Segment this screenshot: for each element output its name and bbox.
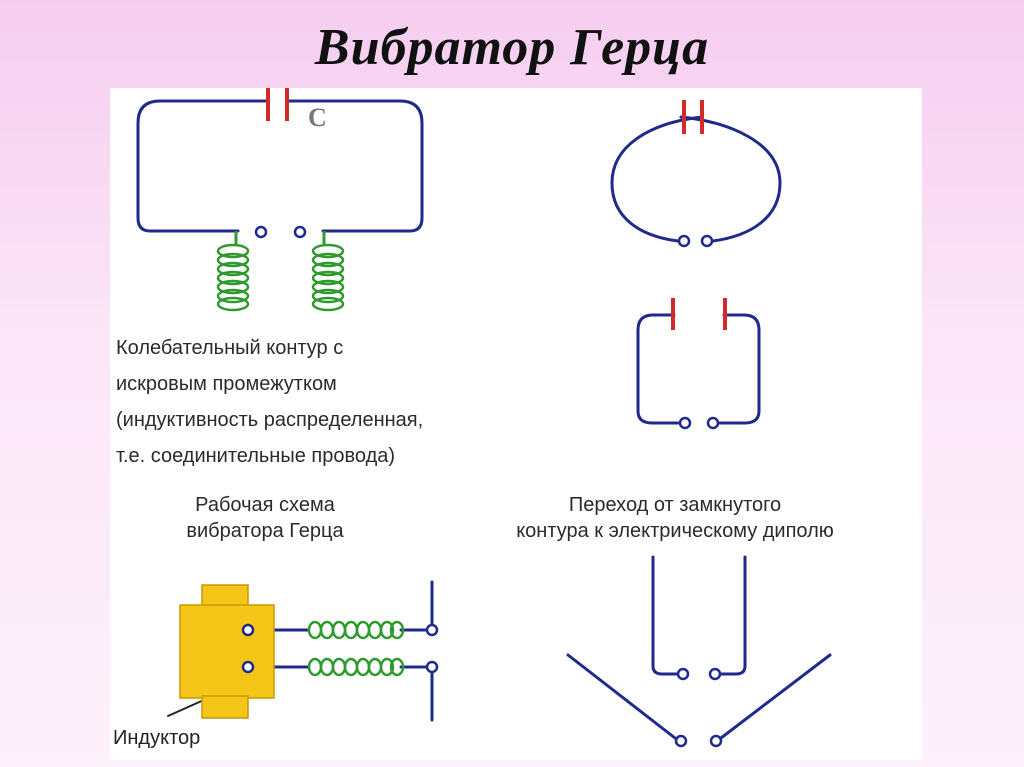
spark-terminals (241, 623, 439, 674)
caption-working-scheme: Рабочая схема вибратора Герца (186, 494, 344, 542)
coil-upper (307, 620, 405, 640)
coil-lower (307, 657, 405, 677)
spiral-coil-left (216, 231, 250, 312)
capacitor-label: C (308, 103, 327, 132)
diagram-panel: C Индуктор Колебательный контур с искров… (110, 88, 922, 760)
inductor-body (179, 584, 275, 719)
dipole-straight (651, 555, 747, 681)
oscillating-circuit (136, 99, 424, 239)
slide-title: Вибратор Герца (314, 19, 710, 76)
diagram-canvas: C Индуктор (113, 88, 832, 749)
dipole-open (566, 653, 832, 748)
capacitor-top-left (266, 88, 289, 121)
capacitor-open-circuit (671, 298, 727, 330)
inductor-label: Индуктор (113, 727, 200, 749)
open-circuit (636, 313, 761, 430)
spiral-coil-right (311, 231, 345, 312)
ring-circuit (610, 115, 782, 248)
caption-transition: Переход от замкнутого контура к электрич… (516, 494, 834, 542)
caption-oscillating-circuit: Колебательный контур с искровым промежут… (116, 337, 424, 467)
capacitor-ring (682, 100, 704, 134)
